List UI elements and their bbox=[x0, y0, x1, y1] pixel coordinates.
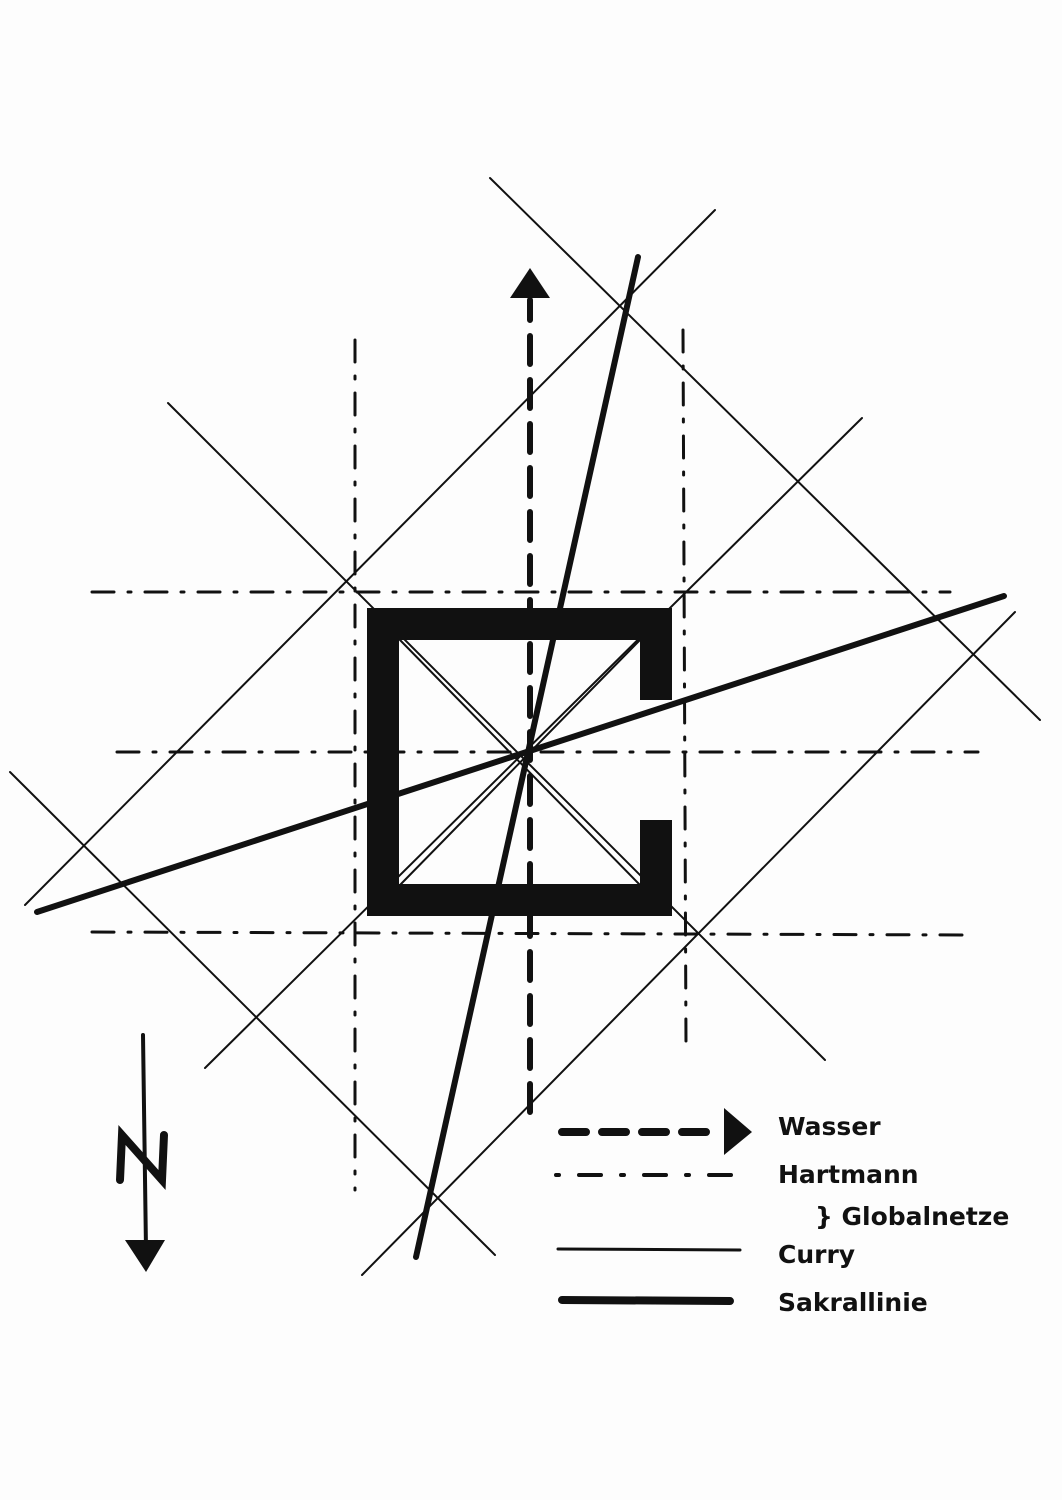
legend-wasser-arrowhead-icon bbox=[724, 1108, 752, 1155]
curry-lines bbox=[9, 177, 1041, 1276]
north-letter-icon bbox=[116, 1124, 168, 1191]
curry-line bbox=[361, 611, 1016, 1276]
building-outline bbox=[367, 608, 672, 916]
curry-line bbox=[9, 771, 496, 1256]
legend-curry-label: Curry bbox=[778, 1240, 856, 1269]
legend-hartmann-label: Hartmann bbox=[778, 1160, 919, 1189]
legend-sakral-line bbox=[558, 1296, 734, 1305]
legend-curry-line bbox=[556, 1247, 742, 1252]
north-arrowhead-icon bbox=[125, 1240, 165, 1272]
hartmann-line bbox=[681, 328, 688, 1047]
legend-wasser-label: Wasser bbox=[778, 1112, 881, 1141]
curry-line bbox=[489, 177, 1041, 721]
sakral-line bbox=[34, 593, 1007, 915]
sakral-lines bbox=[34, 254, 1007, 1260]
curry-line bbox=[204, 417, 863, 1069]
hartmann-line bbox=[90, 930, 977, 937]
north-arrow-line bbox=[141, 1033, 148, 1252]
hartmann-lines bbox=[90, 328, 980, 1192]
curry-line bbox=[167, 402, 826, 1061]
wasser-arrowhead-icon bbox=[510, 268, 550, 298]
curry-line bbox=[24, 209, 716, 906]
legend-sakrallinie-label: Sakrallinie bbox=[778, 1288, 928, 1317]
legend-globalnetze-label: } Globalnetze bbox=[815, 1202, 1010, 1231]
building-diagonal bbox=[399, 639, 641, 886]
sakral-line bbox=[413, 254, 641, 1260]
